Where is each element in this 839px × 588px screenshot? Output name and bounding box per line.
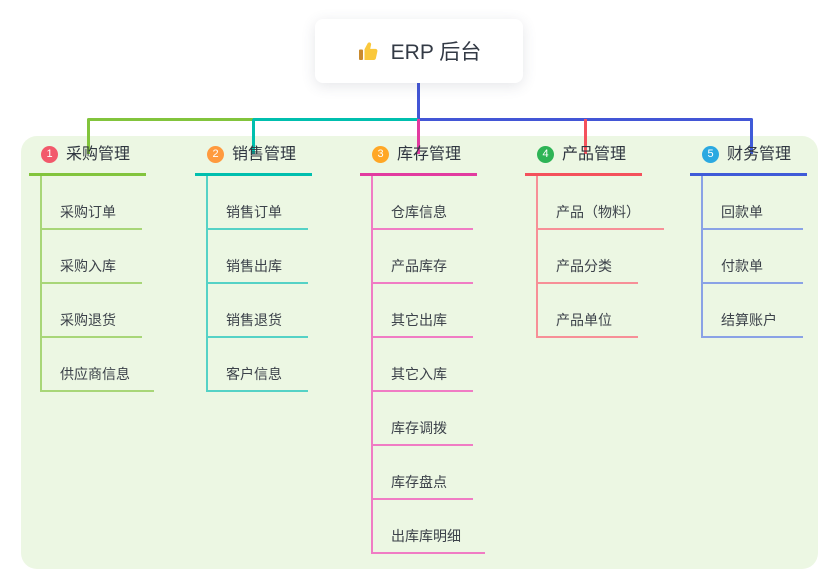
child-node-product-stock[interactable]: 产品库存: [373, 230, 473, 284]
branch-inventory: 3 库存管理 仓库信息 产品库存 其它出库 其它入库 库存调拨 库存盘点 出库库…: [360, 142, 520, 554]
badge-1: 1: [41, 146, 58, 163]
mindmap-canvas: [21, 136, 818, 569]
branch-finance: 5 财务管理 回款单 付款单 结算账户: [690, 142, 839, 338]
connector-bus-middle: [253, 118, 418, 121]
child-node-customer-info[interactable]: 客户信息: [208, 338, 308, 392]
child-node-payment-bill[interactable]: 付款单: [703, 230, 803, 284]
root-node-label: ERP 后台: [390, 41, 482, 64]
branch-children: 产品（物料） 产品分类 产品单位: [536, 176, 664, 338]
branch-drop-line-5: [750, 119, 753, 154]
badge-2: 2: [207, 146, 224, 163]
badge-4: 4: [537, 146, 554, 163]
branch-title: 销售管理: [232, 146, 297, 163]
child-node-purchase-return[interactable]: 采购退货: [42, 284, 142, 338]
branch-children: 采购订单 采购入库 采购退货 供应商信息: [40, 176, 154, 392]
branch-sales: 2 销售管理 销售订单 销售出库 销售退货 客户信息: [195, 142, 355, 392]
child-node-purchase-order[interactable]: 采购订单: [42, 176, 142, 230]
child-node-other-inbound[interactable]: 其它入库: [373, 338, 473, 392]
child-node-sales-order[interactable]: 销售订单: [208, 176, 308, 230]
child-node-purchase-inbound[interactable]: 采购入库: [42, 230, 142, 284]
branch-title: 产品管理: [562, 146, 627, 163]
branch-title: 采购管理: [66, 146, 131, 163]
child-node-product-category[interactable]: 产品分类: [538, 230, 638, 284]
connector-bus-left: [87, 118, 253, 121]
branch-header-procurement[interactable]: 1 采购管理: [29, 142, 147, 176]
branch-header-finance[interactable]: 5 财务管理: [690, 142, 808, 176]
child-node-stock-transfer[interactable]: 库存调拨: [373, 392, 473, 446]
child-node-outbound-detail[interactable]: 出库库明细: [373, 500, 485, 554]
branch-title: 库存管理: [397, 146, 462, 163]
branch-product: 4 产品管理 产品（物料） 产品分类 产品单位: [525, 142, 685, 338]
branch-header-inventory[interactable]: 3 库存管理: [360, 142, 478, 176]
branch-procurement: 1 采购管理 采购订单 采购入库 采购退货 供应商信息: [29, 142, 189, 392]
root-connector-line: [417, 83, 420, 119]
child-node-settlement-account[interactable]: 结算账户: [703, 284, 803, 338]
child-node-stock-taking[interactable]: 库存盘点: [373, 446, 473, 500]
branch-children: 回款单 付款单 结算账户: [701, 176, 803, 338]
branch-header-product[interactable]: 4 产品管理: [525, 142, 643, 176]
child-node-other-outbound[interactable]: 其它出库: [373, 284, 473, 338]
child-node-product-unit[interactable]: 产品单位: [538, 284, 638, 338]
branch-children: 销售订单 销售出库 销售退货 客户信息: [206, 176, 308, 392]
branch-title: 财务管理: [727, 146, 792, 163]
thumbs-up-icon: [357, 39, 381, 63]
branch-drop-line-3: [417, 119, 420, 154]
badge-3: 3: [372, 146, 389, 163]
branch-drop-line-4: [584, 119, 587, 154]
child-node-sales-outbound[interactable]: 销售出库: [208, 230, 308, 284]
branch-drop-line-2: [252, 119, 255, 154]
branch-header-sales[interactable]: 2 销售管理: [195, 142, 313, 176]
child-node-product-material[interactable]: 产品（物料）: [538, 176, 664, 230]
branch-drop-line-1: [87, 119, 90, 154]
root-node-erp[interactable]: ERP 后台: [315, 19, 523, 83]
child-node-supplier-info[interactable]: 供应商信息: [42, 338, 154, 392]
child-node-sales-return[interactable]: 销售退货: [208, 284, 308, 338]
badge-5: 5: [702, 146, 719, 163]
child-node-warehouse-info[interactable]: 仓库信息: [373, 176, 473, 230]
branch-children: 仓库信息 产品库存 其它出库 其它入库 库存调拨 库存盘点 出库库明细: [371, 176, 485, 554]
child-node-receipt-bill[interactable]: 回款单: [703, 176, 803, 230]
